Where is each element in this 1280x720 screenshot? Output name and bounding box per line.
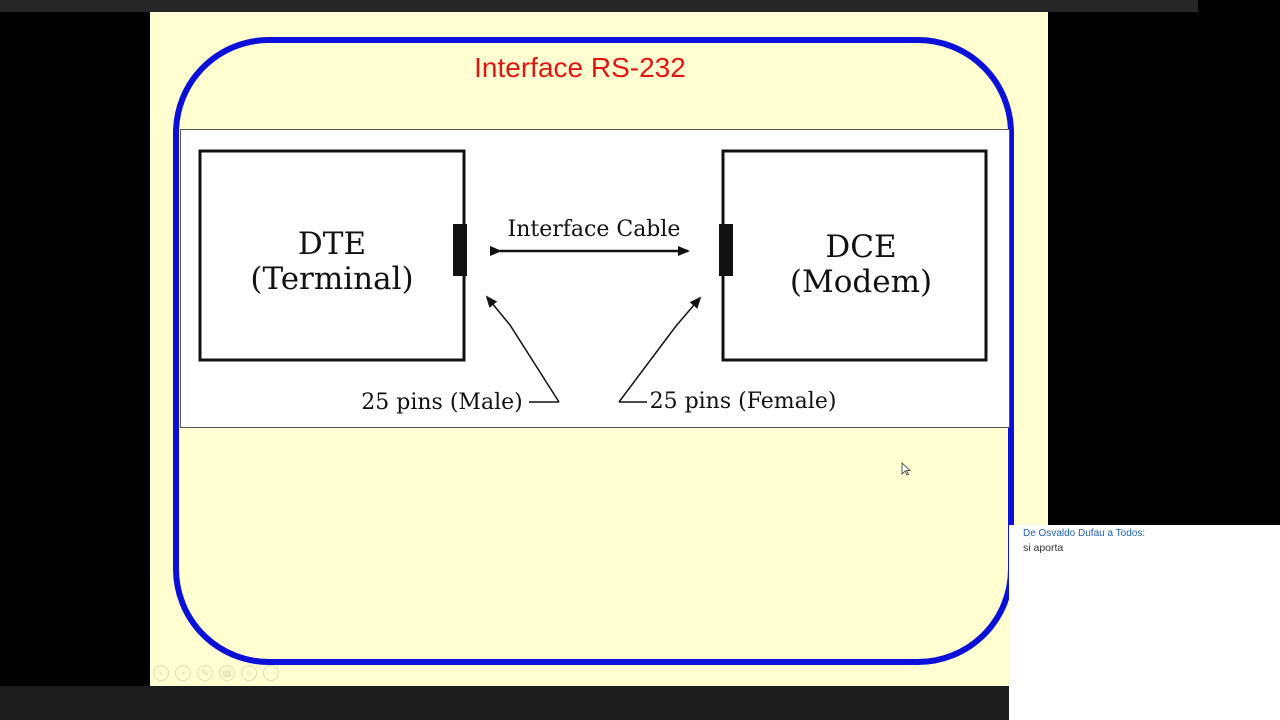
dce-sublabel: (Modem) bbox=[790, 264, 932, 300]
dce-box bbox=[721, 149, 988, 362]
chat-message-text: si aporta bbox=[1023, 542, 1064, 554]
dte-label: DTE bbox=[298, 226, 366, 262]
pen-icon[interactable]: ✎ bbox=[197, 665, 213, 681]
mouse-cursor bbox=[901, 462, 912, 481]
window-bottom-bar bbox=[0, 686, 1009, 720]
next-icon[interactable]: › bbox=[175, 665, 191, 681]
rs232-diagram-svg: DTE (Terminal) DCE (Modem) Interface Cab… bbox=[198, 149, 988, 415]
dce-connector bbox=[719, 224, 733, 276]
prev-icon[interactable]: ‹ bbox=[153, 665, 169, 681]
rs232-diagram: DTE (Terminal) DCE (Modem) Interface Cab… bbox=[180, 129, 1010, 428]
slides-icon[interactable]: ▦ bbox=[219, 665, 235, 681]
slide-title: Interface RS-232 bbox=[474, 52, 686, 83]
dte-connector bbox=[453, 224, 467, 276]
male-pointer-arrow bbox=[485, 295, 560, 403]
presentation-slide: Interface RS-232 DTE (Terminal) DCE (Mod… bbox=[150, 12, 1048, 686]
slideshow-toolbar: ‹ › ✎ ▦ ⌕ ⋯ bbox=[153, 665, 279, 683]
female-pointer-arrow bbox=[618, 296, 702, 403]
slide-rounded-frame bbox=[173, 37, 1014, 665]
dte-box bbox=[198, 149, 466, 362]
window-top-bar bbox=[0, 0, 1198, 12]
more-icon[interactable]: ⋯ bbox=[263, 665, 279, 681]
chat-message-header: De Osvaldo Dufau a Todos: bbox=[1023, 528, 1146, 539]
male-pins-label: 25 pins (Male) bbox=[361, 390, 522, 415]
chat-panel: De Osvaldo Dufau a Todos: si aporta bbox=[1009, 525, 1280, 720]
female-pins-label: 25 pins (Female) bbox=[650, 389, 837, 414]
dce-label: DCE bbox=[825, 229, 896, 265]
dte-sublabel: (Terminal) bbox=[250, 261, 413, 297]
zoom-icon[interactable]: ⌕ bbox=[241, 665, 257, 681]
interface-cable-label: Interface Cable bbox=[508, 217, 681, 242]
